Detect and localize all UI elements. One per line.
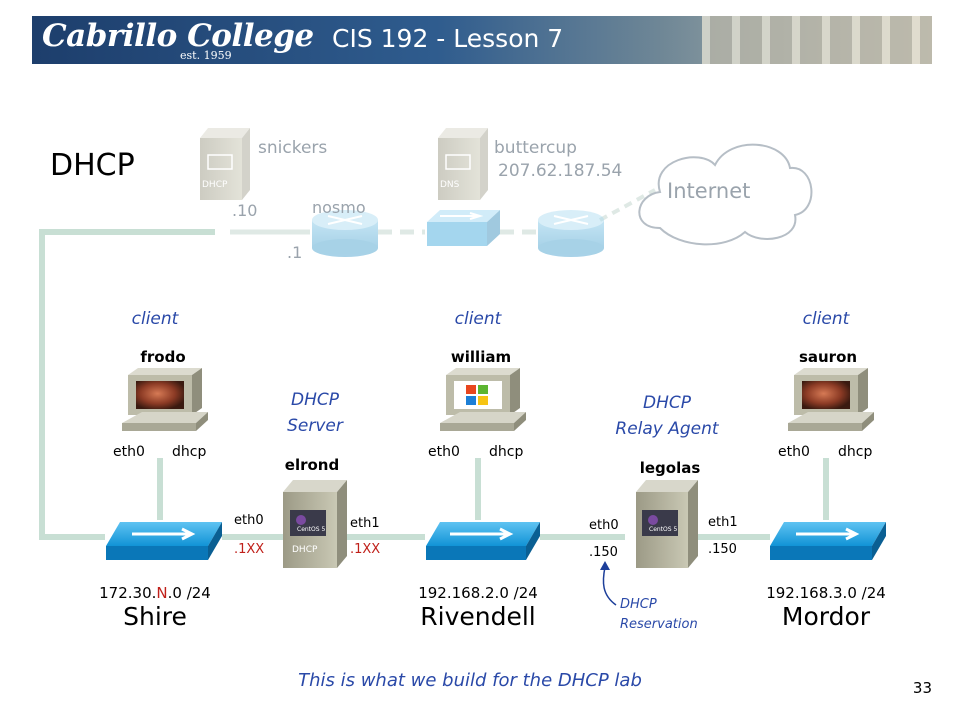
nosmo-label: nosmo	[312, 198, 366, 217]
elrond-eth0-ip: .1XX	[234, 542, 264, 557]
reservation-line2: Reservation	[620, 617, 698, 632]
legolas-role-line1: DHCP	[643, 393, 692, 413]
buttercup-ip: 207.62.187.54	[498, 161, 622, 181]
sauron-mode: dhcp	[838, 444, 872, 460]
footer-caption: This is what we build for the DHCP lab	[298, 670, 642, 691]
rivendell-switch-icon	[426, 522, 540, 560]
computer-icon	[788, 368, 874, 431]
internet-router	[538, 210, 604, 257]
elrond-name: elrond	[285, 456, 339, 474]
page-number: 33	[913, 679, 932, 697]
elrond-role-line1: DHCP	[291, 390, 340, 410]
reservation-line1: DHCP	[620, 597, 657, 612]
shire-switch-icon	[106, 522, 222, 560]
rivendell-label: Rivendell	[420, 602, 535, 631]
svg-text:CentOS 5: CentOS 5	[297, 526, 325, 533]
legolas-eth1-ip: .150	[708, 542, 737, 557]
rivendell-subnet: 192.168.2.0 /24	[418, 584, 538, 602]
core-switch	[427, 210, 500, 246]
buttercup-label: buttercup	[494, 138, 577, 158]
nosmo-router	[312, 210, 378, 257]
snickers-badge: DHCP	[202, 180, 228, 190]
router-internet-link	[599, 188, 656, 222]
centos-logo-icon: CentOS 5	[642, 510, 678, 536]
legolas-server: DHCP Relay Agent legolas CentOS 5 eth0 .…	[589, 393, 738, 568]
sauron-iface: eth0	[778, 444, 810, 460]
client-william: client william eth0 dhcp	[428, 309, 526, 460]
william-name: william	[451, 348, 511, 366]
client-sauron: client sauron eth0 dhcp	[778, 309, 874, 460]
reservation-callout: DHCP Reservation	[600, 561, 698, 632]
elrond-eth1-ip: .1XX	[350, 542, 380, 557]
uplink-cable	[39, 229, 215, 540]
legolas-eth0-ip: .150	[589, 545, 618, 560]
slide-title: DHCP	[50, 148, 135, 183]
william-mode: dhcp	[489, 444, 523, 460]
shire-label: Shire	[123, 602, 187, 631]
elrond-server: DHCP Server elrond CentOS 5 DHCP eth0 .1…	[234, 390, 380, 568]
william-iface: eth0	[428, 444, 460, 460]
mordor-subnet: 192.168.3.0 /24	[766, 584, 886, 602]
frodo-name: frodo	[140, 348, 185, 366]
elrond-eth1: eth1	[350, 516, 380, 531]
snickers-ip: .10	[232, 201, 257, 220]
frodo-role: client	[132, 309, 180, 329]
banner-photo	[702, 16, 932, 64]
legolas-eth0: eth0	[589, 518, 619, 533]
internet-label: Internet	[667, 179, 750, 203]
elrond-role-line2: Server	[287, 416, 344, 436]
network-links	[39, 188, 829, 540]
snickers-server: DHCP	[200, 128, 250, 200]
computer-icon	[440, 368, 526, 431]
centos-logo-icon: CentOS 5	[290, 510, 326, 536]
snickers-label: snickers	[258, 138, 327, 158]
frodo-mode: dhcp	[172, 444, 206, 460]
nosmo-ip: .1	[287, 243, 302, 262]
mordor-switch-icon	[770, 522, 886, 560]
server-tower-icon: CentOS 5	[636, 480, 698, 568]
frodo-iface: eth0	[113, 444, 145, 460]
server-tower-icon: CentOS 5 DHCP	[283, 480, 347, 568]
william-role: client	[455, 309, 503, 329]
shire-subnet: 172.30.N.0 /24	[99, 584, 211, 602]
client-frodo: client frodo eth0 dhcp	[113, 309, 208, 460]
elrond-badge: DHCP	[292, 545, 318, 555]
legolas-eth1: eth1	[708, 515, 738, 530]
college-logo: Cabrillo College	[42, 18, 314, 54]
college-established: est. 1959	[180, 49, 232, 62]
buttercup-badge: DNS	[440, 180, 460, 190]
mordor-label: Mordor	[782, 602, 871, 631]
header-banner: Cabrillo College est. 1959 CIS 192 - Les…	[32, 16, 932, 64]
svg-text:CentOS 5: CentOS 5	[649, 526, 677, 533]
sauron-name: sauron	[799, 348, 857, 366]
elrond-eth0: eth0	[234, 513, 264, 528]
computer-icon	[122, 368, 208, 431]
lesson-title: CIS 192 - Lesson 7	[332, 24, 564, 53]
buttercup-server: DNS	[438, 128, 488, 200]
legolas-role-line2: Relay Agent	[615, 419, 720, 439]
arrow-up-icon	[600, 561, 610, 570]
sauron-role: client	[803, 309, 851, 329]
legolas-name: legolas	[640, 459, 701, 477]
windows-logo-icon	[466, 385, 488, 405]
internet-cloud	[638, 143, 813, 246]
